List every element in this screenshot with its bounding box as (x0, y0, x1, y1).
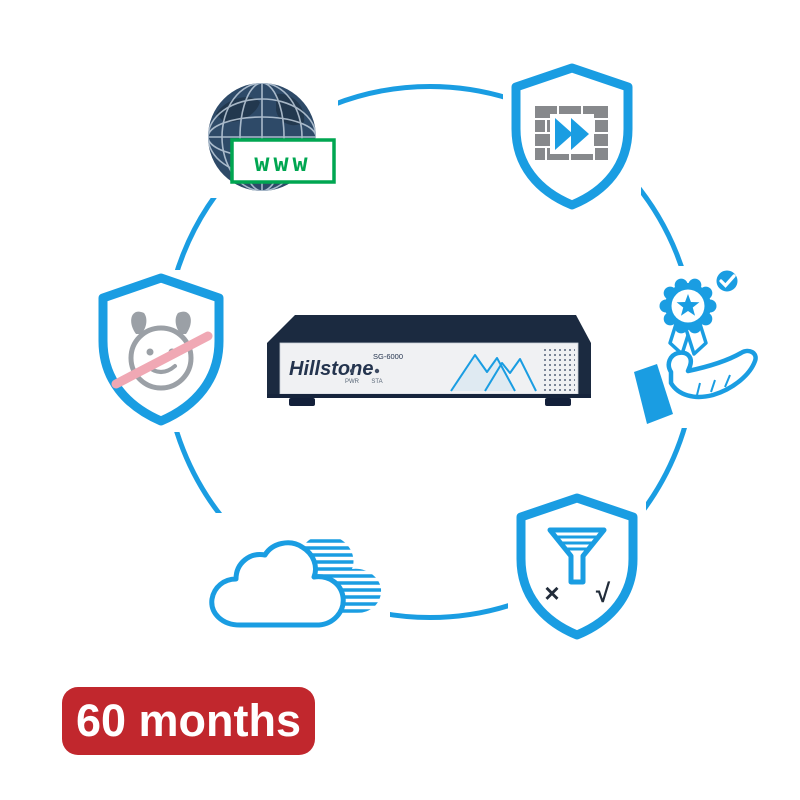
hand-sleeve (634, 364, 673, 424)
www-label: www (254, 148, 311, 177)
warranty-svg (634, 267, 758, 424)
device-left-cap (267, 343, 280, 398)
device-foot-right (545, 398, 571, 406)
globe-detail (208, 83, 316, 191)
device-bottom-edge (267, 394, 591, 398)
pwr-led-label: PWR (345, 379, 360, 385)
devil-horn-left (131, 311, 147, 334)
device-right-cap (578, 343, 591, 398)
appliance-svg: Hillstone SG-6000 PWR STA (267, 315, 591, 406)
devil-eye-left (146, 348, 154, 356)
model-label: SG-6000 (373, 352, 403, 361)
filter-shield-svg: × √ (516, 493, 638, 640)
device-front-panel (279, 342, 579, 395)
globe-www-svg: www (208, 83, 336, 191)
www-box (230, 138, 336, 184)
pwr-led (349, 368, 355, 374)
reject-symbol: × (544, 578, 559, 608)
accept-symbol: √ (596, 578, 611, 608)
front-cloud (209, 540, 346, 628)
sta-led (374, 368, 380, 374)
star-icon (676, 294, 700, 316)
mountain-art-1 (450, 354, 516, 392)
fast-forward-arrow-2 (571, 118, 589, 150)
sta-led-label: STA (371, 379, 382, 385)
fast-forward-arrow-1 (555, 118, 573, 150)
duration-badge-label: 60 months (75, 695, 302, 746)
globe-www-icon: www (198, 80, 338, 198)
devil-horn-right (175, 311, 191, 334)
device-top-face (267, 315, 591, 343)
check-circle-icon (713, 267, 741, 295)
cloud-svg (209, 539, 382, 628)
check-mark (719, 274, 736, 288)
funnel-lines (554, 535, 600, 551)
device-foot-left (289, 398, 315, 406)
cloud-icon (198, 513, 390, 641)
mountain-art-2 (484, 358, 537, 392)
anti-malware-svg (98, 273, 224, 426)
brand-logo: Hillstone (289, 358, 373, 380)
filter-shield-icon: × √ (508, 490, 646, 642)
firewall-shield-svg (511, 63, 633, 210)
duration-badge: 60 months (62, 687, 315, 755)
firewall-shield-icon (503, 60, 641, 212)
warranty-badge-hand-icon (630, 266, 772, 428)
appliance-device: Hillstone SG-6000 PWR STA (253, 303, 605, 418)
prohibition-slash (111, 331, 213, 389)
anti-malware-shield-icon (90, 270, 232, 432)
open-hand (666, 348, 758, 400)
vent-grid (544, 347, 575, 393)
finger-lines (696, 374, 731, 396)
